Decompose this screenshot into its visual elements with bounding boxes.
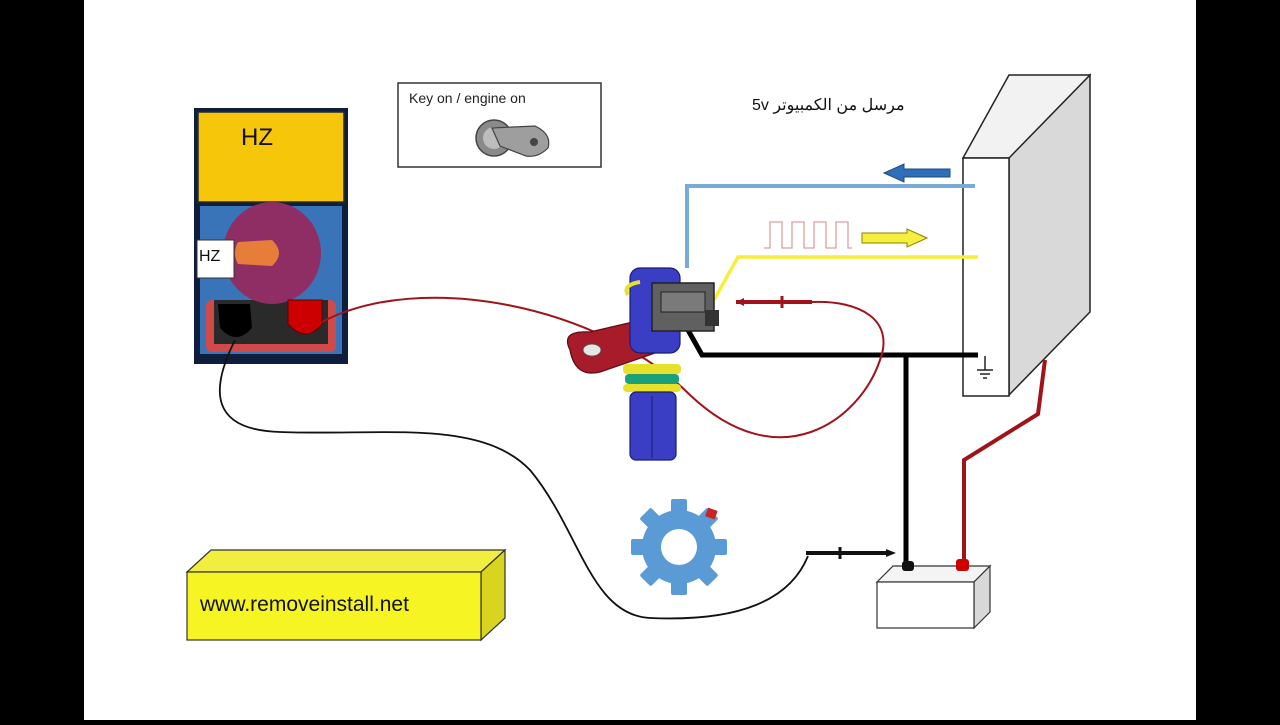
ecu-computer: [961, 73, 1092, 397]
ecu-reference-note: مرسل من الكمبيوتر 5v: [752, 97, 905, 114]
banner-top: [185, 549, 507, 573]
ground-symbol-icon: [977, 356, 993, 379]
square-wave-icon: [764, 221, 852, 249]
key-box: [397, 82, 602, 168]
battery-positive-terminal: [956, 559, 969, 571]
reference-5v-wire: [685, 184, 975, 268]
sensor-bracket-hole: [582, 343, 602, 357]
gear-icon: [631, 499, 727, 595]
battery: [875, 559, 992, 630]
sensor-ring-yellow: [623, 364, 681, 374]
v-hz-jack: [287, 299, 323, 335]
meter-display-text: HZ: [241, 124, 273, 151]
arrow-right-yellow-icon: [861, 228, 929, 248]
black-probe: [806, 547, 896, 559]
key-state-label: Key on / engine on: [409, 90, 526, 106]
meter-dial-pointer: [235, 240, 279, 266]
com-jack: [218, 304, 252, 337]
gear-reluctor-marker: [705, 507, 718, 520]
ground-wire: [685, 328, 978, 358]
multimeter: [194, 108, 348, 364]
signal-wire: [712, 255, 978, 301]
meter-mode-box: [196, 239, 235, 279]
banner-front: [186, 571, 482, 641]
meter-mode-label: HZ: [199, 248, 221, 265]
battery-top: [875, 565, 992, 583]
ecu-front: [962, 157, 1010, 397]
black-test-lead: [218, 339, 809, 620]
sensor-tip: [629, 391, 677, 461]
arrow-left-blue-icon: [882, 163, 951, 183]
website-url: www.removeinstall.net: [200, 593, 409, 616]
battery-front: [876, 581, 975, 629]
battery-positive-wire: [962, 359, 1047, 563]
battery-negative-terminal: [902, 561, 914, 571]
website-banner: [185, 548, 507, 642]
speed-sensor: [566, 267, 719, 461]
sensor-ring-yellow-2: [623, 384, 681, 392]
red-probe: [736, 296, 812, 308]
sensor-connector-pin: [705, 310, 719, 326]
meter-display: [197, 111, 345, 203]
sensor-ring-green: [625, 374, 679, 384]
red-test-lead: [321, 296, 885, 439]
ignition-key-icon: [475, 119, 550, 157]
